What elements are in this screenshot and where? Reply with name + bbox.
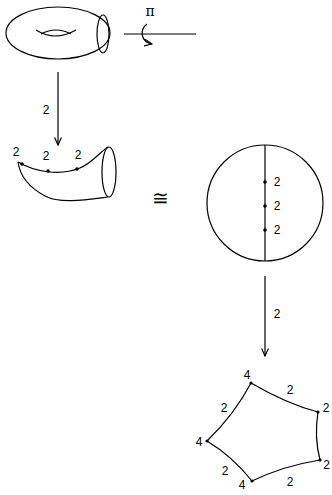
rotation-axis xyxy=(124,33,196,34)
cone-order: 2 xyxy=(75,149,82,161)
reflector-order: 2 xyxy=(222,465,229,477)
corner-order: 4 xyxy=(196,436,203,448)
cone-order: 2 xyxy=(43,150,50,162)
corner-point xyxy=(249,381,252,384)
rotation-arrow xyxy=(142,24,152,44)
torus-hole xyxy=(41,30,71,34)
cone-point xyxy=(263,228,267,232)
corner-point xyxy=(318,458,321,461)
rotation-angle: π xyxy=(145,4,154,18)
cone-order: 2 xyxy=(274,224,281,236)
corner-order: 2 xyxy=(323,402,330,414)
covering-degree: 2 xyxy=(274,308,281,320)
torus-hole xyxy=(36,30,76,36)
corner-order: 2 xyxy=(323,459,330,471)
torus-outline xyxy=(6,7,110,59)
cone-order: 2 xyxy=(13,146,20,158)
cone-point xyxy=(20,162,24,166)
tube-end xyxy=(102,147,116,197)
cone-point xyxy=(263,180,267,184)
homeomorphism-sign: ≅ xyxy=(152,188,169,208)
disk-outline xyxy=(207,145,323,261)
orbifold-pentagon xyxy=(207,383,320,481)
reflector-order: 2 xyxy=(287,476,294,488)
disk-diameter xyxy=(264,145,265,261)
corner-point xyxy=(205,439,208,442)
tube-outline xyxy=(18,162,108,201)
covering-degree: 2 xyxy=(43,104,50,116)
torus-section xyxy=(97,15,109,53)
quotient-arrow xyxy=(57,72,58,145)
cone-order: 2 xyxy=(274,176,281,188)
tube-outline xyxy=(18,147,108,172)
corner-order: 4 xyxy=(244,369,251,381)
corner-order: 4 xyxy=(239,479,246,491)
reflector-order: 2 xyxy=(287,384,294,396)
quotient-arrow xyxy=(264,276,265,356)
cone-point xyxy=(75,167,79,171)
cone-point xyxy=(263,204,267,208)
cone-order: 2 xyxy=(274,200,281,212)
cone-point xyxy=(46,169,50,173)
corner-point xyxy=(250,479,253,482)
reflector-order: 2 xyxy=(221,402,228,414)
corner-point xyxy=(316,410,319,413)
